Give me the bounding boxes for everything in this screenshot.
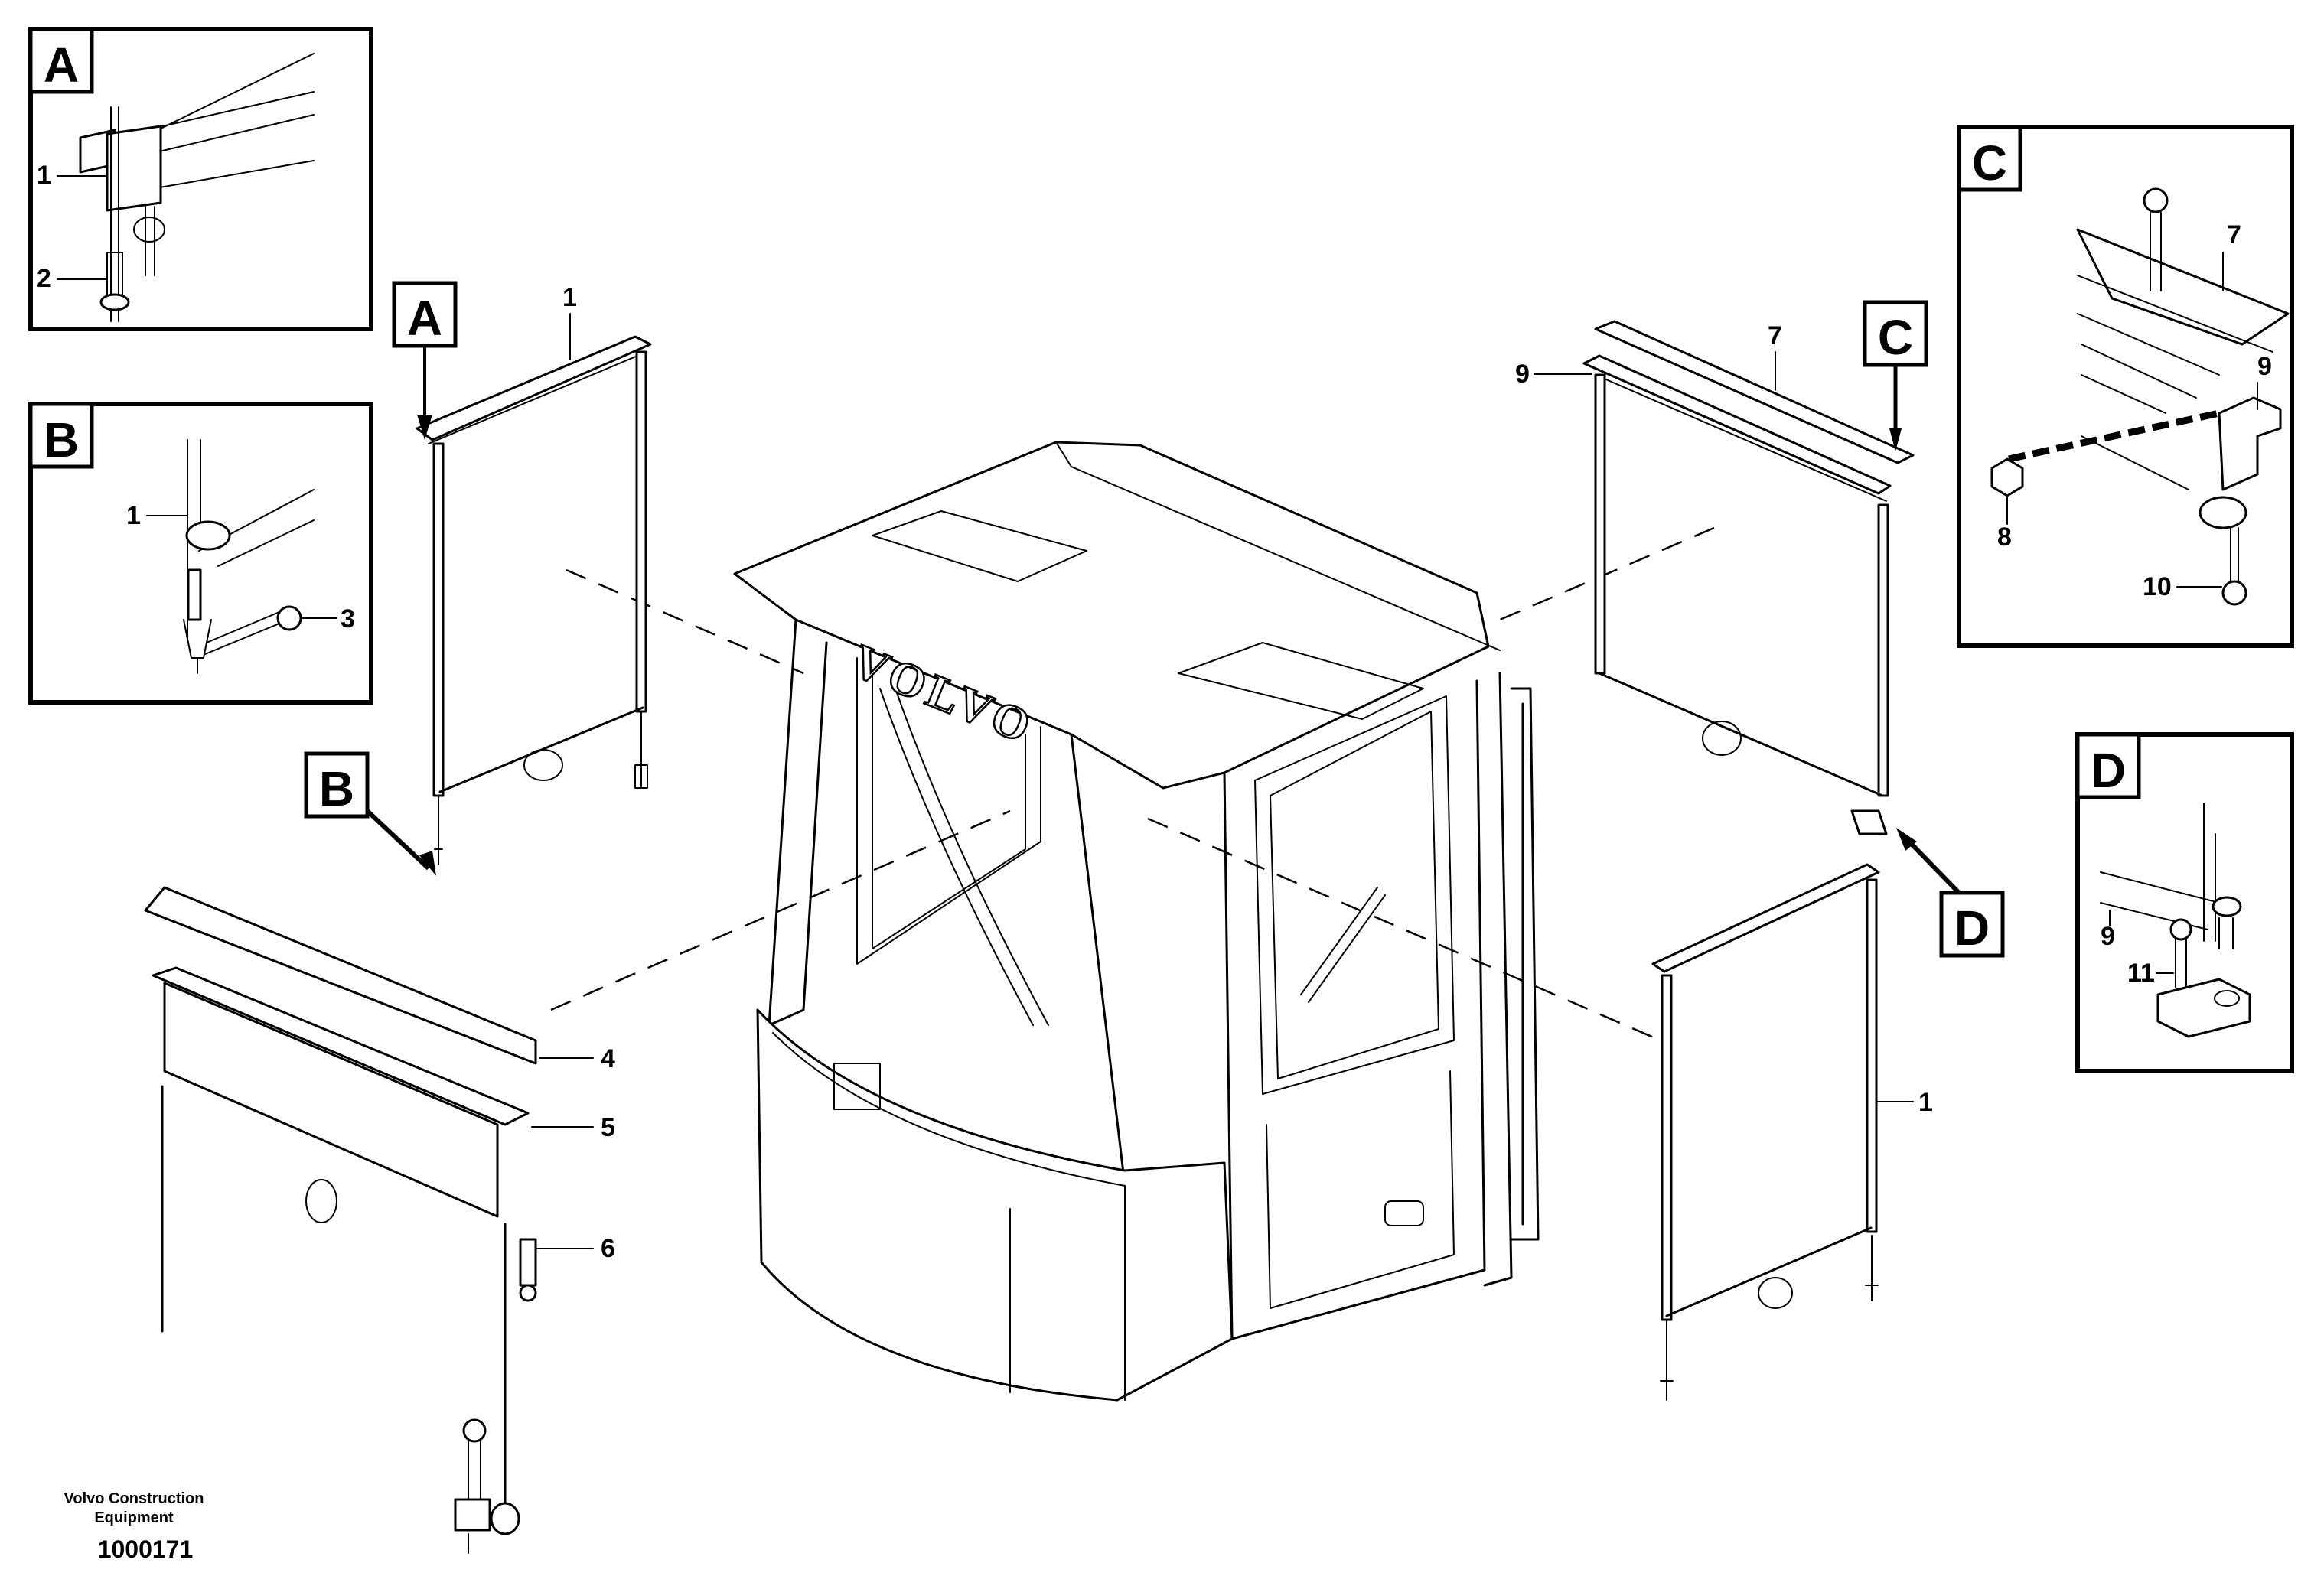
detail-box-c: C [1957,125,2294,648]
part-1-label-box-a: 1 [37,161,51,190]
illustration-number: 1000171 [98,1535,194,1563]
callout-tag-c: C [1863,300,1928,451]
company-name-line2: Equipment [94,1509,174,1526]
part-labels: 1 2 1 3 1 4 5 6 9 7 1 7 9 8 10 9 [37,161,2272,1263]
assembly-lines [550,526,1715,1042]
part-9-label-box-c: 9 [2257,352,2272,381]
svg-text:A: A [407,291,442,346]
company-name-line1: Volvo Construction [64,1490,204,1507]
detail-box-b: B [28,402,373,705]
svg-text:D: D [1954,900,1990,956]
part-2-label-box-a: 2 [37,264,51,293]
detail-c-label: C [1972,135,2007,190]
sunblind-assembly-rear [1651,863,1880,1401]
footer: Volvo Construction Equipment 1000171 [64,1490,204,1563]
cab-illustration: VOLVO [733,441,1540,1402]
sunblind-assembly-front [144,886,537,1554]
svg-text:B: B [319,761,354,816]
part-11-label: 11 [2127,959,2155,988]
part-9-label-main: 9 [1515,360,1530,389]
part-10-label: 10 [2143,572,2172,601]
detail-b-label: B [44,412,79,467]
part-1-label-right: 1 [1918,1088,1933,1117]
sunblind-assembly-left [416,335,652,865]
detail-box-d: D [2075,732,2294,1073]
detail-d-label: D [2091,743,2126,798]
callout-tag-b: B [304,751,436,876]
part-1-label-left: 1 [562,283,577,312]
part-1-label-box-b: 1 [126,501,141,530]
svg-text:C: C [1878,310,1913,365]
part-4-label: 4 [601,1044,615,1073]
callout-tag-a: A [392,281,458,440]
part-8-label: 8 [1997,523,2012,552]
sunblind-assembly-right [1582,320,1915,835]
part-6-label: 6 [601,1234,615,1263]
part-9-label-box-d: 9 [2101,922,2115,951]
part-3-label-box-b: 3 [341,604,355,633]
part-7-label-main: 7 [1768,321,1782,350]
detail-a-label: A [44,37,79,93]
callout-tag-d: D [1896,828,2005,958]
detail-box-a: A [28,27,373,331]
part-7-label-box-c: 7 [2227,220,2241,249]
part-5-label: 5 [601,1113,615,1142]
